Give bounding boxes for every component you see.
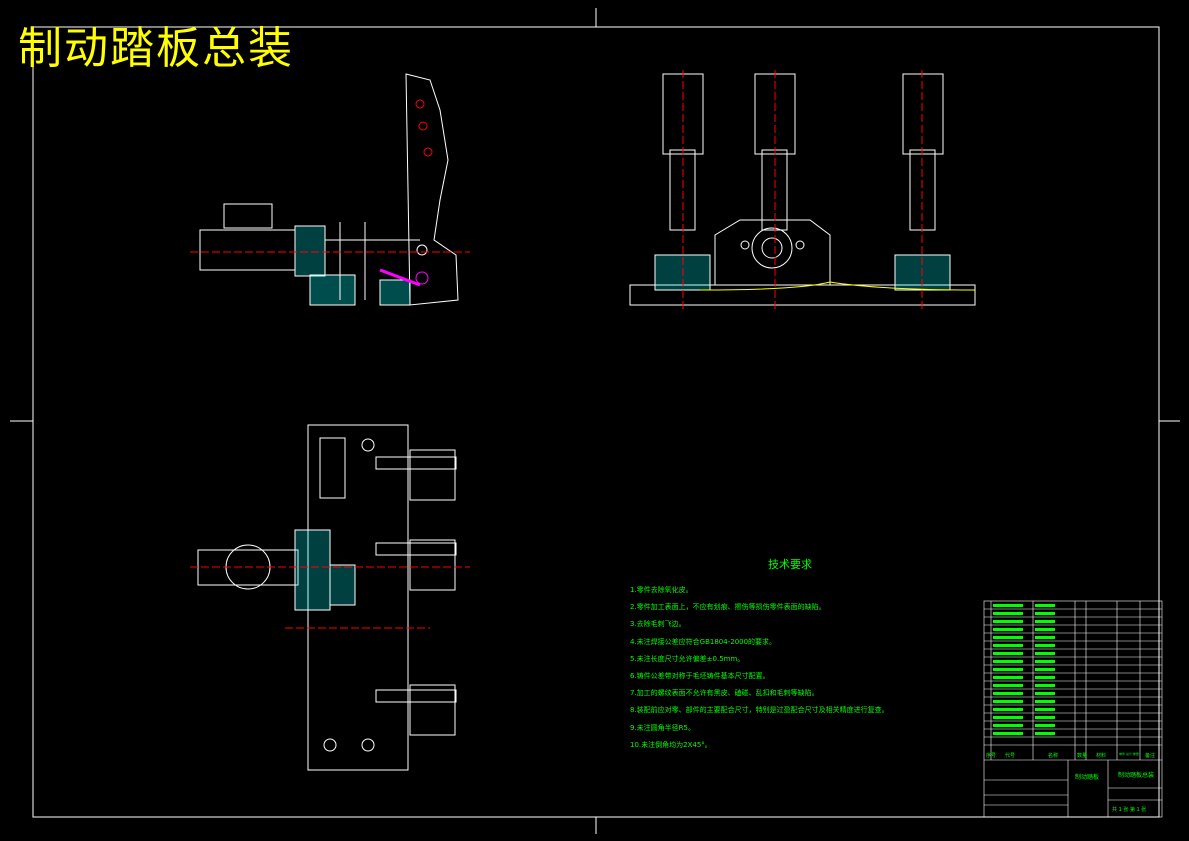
tech-item: 8.装配前应对零、部件的主要配合尺寸，特别是过盈配合尺寸及相关精度进行复查。 bbox=[630, 706, 889, 715]
tech-item: 4.未注焊接公差应符合GB1804-2000的要求。 bbox=[630, 637, 777, 646]
tb-header-material: 材料 bbox=[1096, 753, 1107, 759]
technical-requirements: 技术要求 1.零件去除氧化皮。 2.零件加工表面上，不应有划痕、擦伤等损伤零件表… bbox=[630, 556, 970, 754]
tech-requirements-heading: 技术要求 bbox=[768, 558, 812, 571]
tb-header-index: 序号 bbox=[986, 753, 997, 759]
tb-header-name: 名称 bbox=[1048, 753, 1059, 759]
tb-header-qty: 数量 bbox=[1077, 753, 1088, 759]
drawing-frame bbox=[10, 8, 1180, 834]
tech-item: 5.未注长度尺寸允许偏差±0.5mm。 bbox=[630, 654, 745, 663]
top-view bbox=[190, 424, 470, 771]
side-view bbox=[190, 73, 470, 306]
tb-sheet-count: 共 1 张 第 1 张 bbox=[1112, 807, 1147, 813]
tb-drawing-number: 制动踏板总装 bbox=[1118, 772, 1155, 779]
title-block-rows bbox=[993, 604, 1055, 735]
title-block bbox=[983, 600, 1163, 818]
drawing-title: 制动踏板总装 bbox=[18, 23, 294, 74]
tech-item: 1.零件去除氧化皮。 bbox=[630, 586, 693, 594]
tech-item: 3.去除毛刺飞边。 bbox=[630, 620, 686, 629]
tech-item: 9.未注圆角半径R5。 bbox=[630, 723, 695, 732]
tech-item: 6.铸件公差带对称于毛坯铸件基本尺寸配置。 bbox=[630, 671, 770, 680]
tb-header-remark: 备注 bbox=[1145, 753, 1156, 759]
tech-item: 2.零件加工表面上，不应有划痕、擦伤等损伤零件表面的缺陷。 bbox=[630, 603, 826, 612]
tb-header-weight: 单件 总计 重量 bbox=[1119, 752, 1139, 756]
front-view bbox=[629, 70, 976, 310]
tech-item: 7.加工的螺纹表面不允许有黑皮、磕碰、乱扣和毛刺等缺陷。 bbox=[630, 689, 819, 698]
tech-item: 10.未注倒角均为2X45°。 bbox=[630, 740, 712, 749]
tb-part-name: 制动踏板 bbox=[1075, 774, 1100, 781]
tb-header-code: 代号 bbox=[1005, 753, 1016, 759]
